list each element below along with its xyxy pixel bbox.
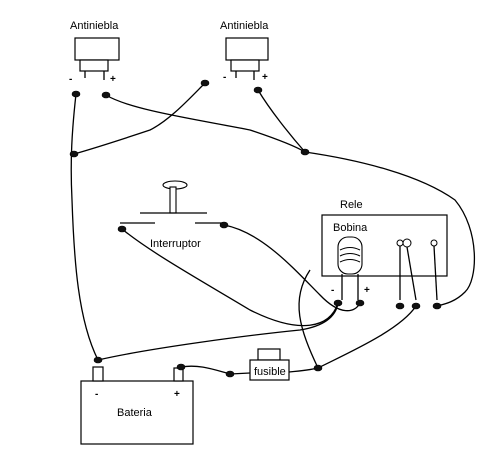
switch: Interruptor [120,180,225,250]
lamp-right-socket [230,59,260,72]
wire-battery-neg-to-coil [97,302,339,361]
wire-junction-to-relay-output [304,151,476,307]
connector [395,302,405,310]
wire-right-lamp-pos-to-junction [257,89,306,153]
connector [225,370,235,378]
connectors [69,79,442,378]
lamp-left-label: Antiniebla [70,20,119,32]
wire-switch-to-coil-neg [121,228,339,327]
battery: - + Bateria [80,366,194,445]
switch-label: Interruptor [150,238,201,250]
connector [313,364,323,372]
lamp-left: Antiniebla - + [69,20,120,85]
wire-fuse-to-relay-feed [288,367,319,373]
battery-label: Bateria [117,407,153,419]
lamp-right-pos-sign: + [262,72,268,83]
switch-stem [169,186,177,214]
lamp-left-body [74,37,120,61]
connector [333,299,343,307]
lamp-left-socket [79,59,109,72]
connector [219,221,229,229]
coil-windings [339,247,361,263]
battery-neg-terminal [92,366,104,382]
fuse-cap [257,348,281,361]
relay: Rele Bobina - + [321,199,448,301]
coil-neg-sign: - [331,285,334,296]
wire-left-lamp-neg-to-battery-neg [70,93,99,361]
lamp-right-body [225,37,269,61]
connector [101,91,111,99]
wire-relay-contact-to-fuse [317,305,417,369]
connector [432,302,442,310]
lamp-left-neg-sign: - [69,74,72,85]
connector [176,363,186,371]
wire-relay-feed-up [298,269,319,369]
connector [253,86,263,94]
fuse: fusible [249,348,290,381]
wire-switch-to-coil-pos [223,224,361,312]
connector [117,225,127,233]
coil-body [337,236,363,275]
battery-neg-sign: - [95,389,98,400]
fuse-body [249,359,290,381]
connector [71,90,81,98]
connector [200,79,210,87]
connector [355,299,365,307]
relay-label: Rele [340,199,363,211]
lamp-right-label: Antiniebla [220,20,269,32]
lamp-left-pos-sign: + [110,74,116,85]
connector [93,356,103,364]
wire-battery-pos-to-fuse [180,365,231,375]
connector [411,302,421,310]
lamp-right: Antiniebla - + [220,20,269,83]
wire-right-lamp-neg-to-left-junction [73,82,206,155]
connector [300,148,310,156]
coil-pos-sign: + [364,285,370,296]
connector [69,150,79,158]
fuse-label: fusible [254,366,286,378]
wires [70,82,476,375]
wire-left-lamp-pos-to-junction [105,94,306,153]
battery-pos-sign: + [174,389,180,400]
lamp-right-neg-sign: - [223,72,226,83]
coil-label: Bobina [333,222,368,234]
battery-body [80,380,194,445]
